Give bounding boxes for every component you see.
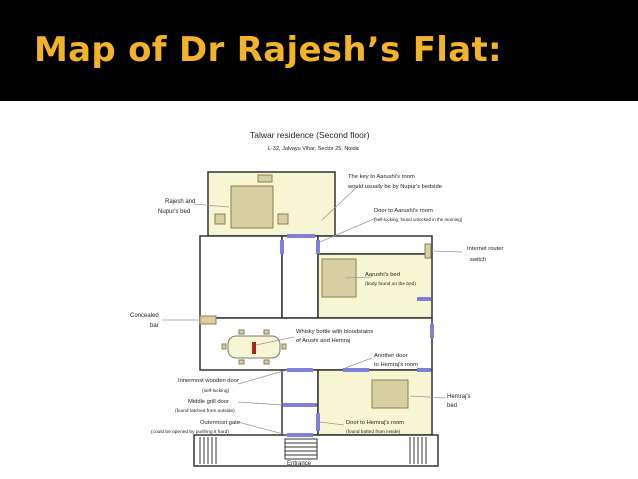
hemraj-door-label: Door to Hemraj's room	[346, 420, 404, 426]
bar-label: bar	[150, 323, 159, 329]
middle-grill-door	[283, 403, 317, 407]
doors	[280, 234, 434, 437]
left-room	[199, 235, 283, 319]
left-room-door	[280, 240, 284, 254]
aarushi-door-label: Door to Aarushi's room	[374, 208, 433, 214]
parents-side-table-right-icon	[277, 213, 289, 225]
parents-bed-label: Rajesh and	[165, 199, 195, 205]
wooden-door-label: Innermost wooden door	[178, 378, 239, 384]
aarushi-door-label: (self-locking, found unlocked in the mor…	[374, 217, 463, 222]
key-label: The key to Aarushi's room	[348, 174, 415, 180]
hemraj-bed-label: bed	[447, 403, 457, 409]
wooden-door-label: (self-locking)	[202, 388, 230, 394]
entrance-label: Entrance	[287, 461, 312, 467]
plan-address: L-32, Jalvayu Vihar, Sector 25, Noida	[268, 146, 360, 152]
grill-door-label: (found latched from outside)	[175, 408, 235, 414]
outermost-gate	[287, 433, 313, 437]
bar-label: Concealed	[130, 313, 159, 319]
living-side-door	[430, 324, 434, 338]
whisky-label: Whisky bottle with bloodstains	[296, 329, 373, 335]
grill-door-label: Middle grill door	[188, 399, 229, 405]
chair-icon	[263, 359, 270, 365]
leader-lines	[163, 185, 463, 436]
key-label: would usually be by Nupur's bedside	[347, 184, 442, 190]
whisky-bottle-icon	[252, 342, 256, 354]
aarushi-bath-door	[417, 297, 431, 301]
router-label: Internet router	[467, 246, 503, 252]
left-railing	[199, 437, 217, 464]
router-switch-icon	[424, 243, 432, 259]
plan-title: Talwar residence (Second floor)	[250, 130, 370, 140]
another-door-label: to Hemraj's room	[374, 362, 418, 368]
parents-bed-icon	[230, 185, 274, 229]
outer-gate-label: (could be opened by pushing it hard)	[151, 429, 229, 435]
router-label: switch	[470, 257, 486, 263]
title-bar: Map of Dr Rajesh’s Flat:	[0, 0, 638, 101]
outer-gate-label: Outermost gate	[200, 420, 240, 426]
hemraj-bed-icon	[371, 379, 409, 409]
slide-title: Map of Dr Rajesh’s Flat:	[34, 30, 502, 70]
another-hemraj-door	[343, 368, 369, 372]
entrance-stairs	[284, 438, 318, 460]
chair-icon	[238, 359, 245, 365]
parents-cabinet-icon	[257, 174, 273, 183]
right-railing	[409, 437, 427, 464]
chair-icon	[221, 343, 227, 350]
aarushi-bed-label: Aarushi's bed	[365, 272, 400, 278]
parents-bed-label: Nupur's bed	[158, 209, 190, 215]
whisky-label: of Arushi and Hemraj	[296, 338, 350, 344]
right-hall	[317, 235, 433, 255]
aarushi-door	[316, 240, 320, 254]
lobby	[281, 369, 319, 436]
bathroom-door	[417, 368, 431, 372]
parents-door	[287, 234, 315, 238]
chair-icon	[238, 329, 245, 335]
aarushi-bed-label: (body found on the bed)	[365, 281, 416, 287]
chair-icon	[263, 329, 270, 335]
concealed-bar-icon	[199, 315, 217, 325]
another-door-label: Another door	[374, 353, 408, 359]
hemraj-door	[316, 413, 320, 431]
hemraj-door-label: (found bolted from inside)	[346, 429, 401, 435]
hemraj-bed-label: Hemraj's	[447, 394, 470, 400]
corridor	[281, 235, 319, 319]
chair-icon	[281, 343, 287, 350]
innermost-wooden-door	[287, 368, 313, 372]
parents-side-table-left-icon	[214, 213, 226, 225]
